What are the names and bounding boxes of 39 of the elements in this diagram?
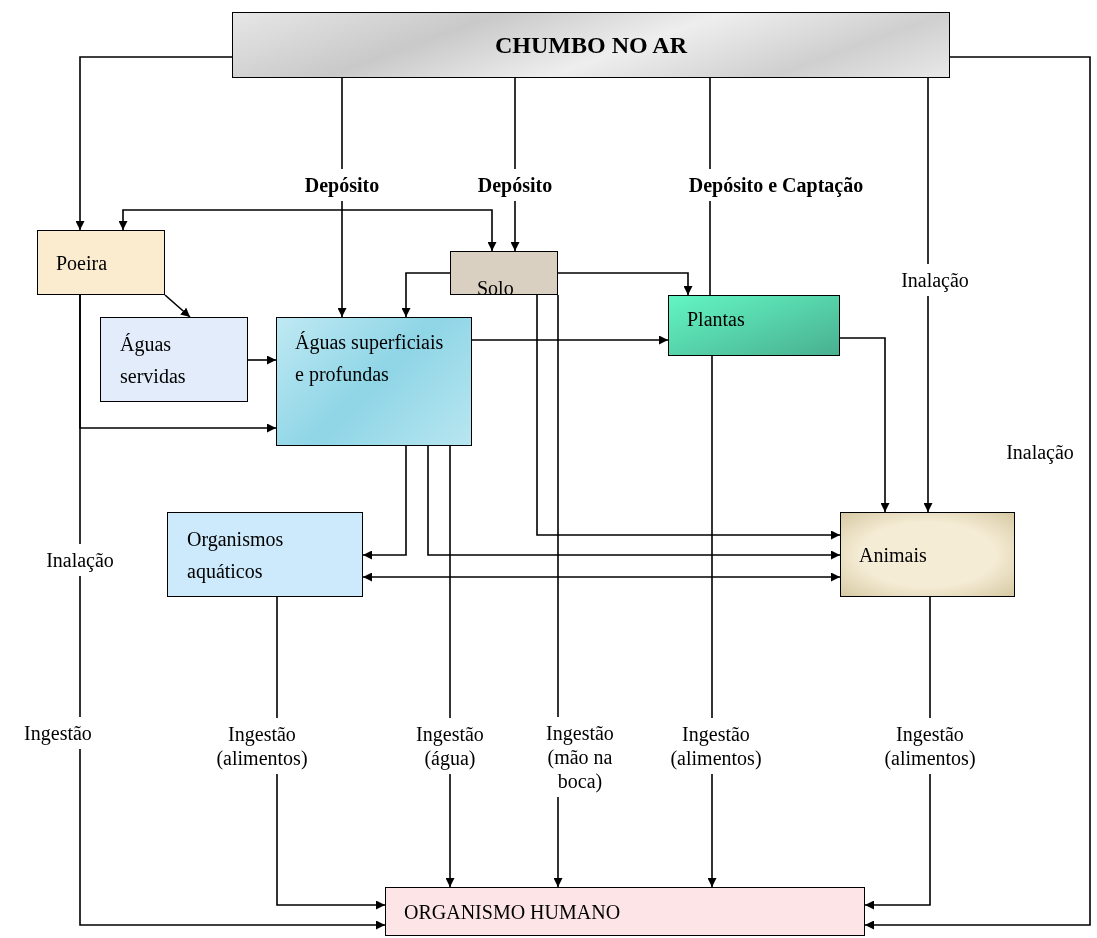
arrow — [471, 335, 669, 345]
arrow — [536, 294, 841, 540]
arrow — [164, 294, 191, 318]
process-box — [385, 887, 865, 936]
title-box — [232, 12, 950, 78]
node-label: Águas superficiais e profundas — [295, 330, 445, 388]
process-box — [840, 512, 1015, 597]
node-label: Animais — [859, 542, 927, 568]
arrow — [118, 209, 497, 252]
node-label: Organismos aquáticos — [187, 526, 285, 585]
process-box — [276, 317, 472, 446]
edge-label: Depósito — [477, 169, 553, 201]
arrow — [557, 272, 693, 296]
arrow — [401, 272, 451, 318]
node-label: CHUMBO NO AR — [495, 31, 687, 60]
edge-label: Depósito e Captação — [688, 169, 864, 201]
arrow — [247, 355, 277, 365]
process-box — [668, 295, 840, 356]
process-box — [100, 317, 248, 402]
node-label: Poeira — [56, 250, 108, 276]
arrow — [79, 294, 386, 930]
node-label: Águas servidas — [120, 331, 187, 389]
process-box — [167, 512, 363, 597]
node-label: Plantas — [687, 307, 745, 332]
note-label: Inalação — [46, 544, 114, 576]
edge-label: Inalação — [901, 264, 969, 296]
arrow — [707, 355, 717, 888]
arrow — [839, 337, 890, 513]
arrow — [864, 56, 1091, 930]
arrow — [427, 445, 841, 560]
process-box — [450, 251, 558, 295]
arrow — [362, 572, 841, 582]
process-box — [37, 230, 165, 295]
node-label: ORGANISMO HUMANO — [404, 899, 621, 925]
arrow — [362, 445, 407, 560]
arrow — [923, 77, 933, 513]
edge-label: Depósito — [304, 169, 380, 201]
arrow — [75, 56, 233, 231]
edge-label: Ingestão — [24, 717, 92, 749]
